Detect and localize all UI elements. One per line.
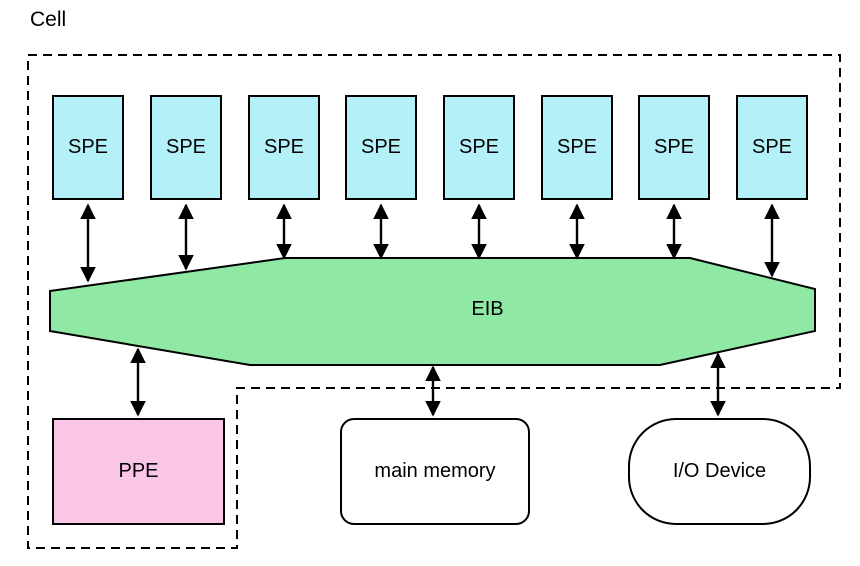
spe-box-6: SPE xyxy=(541,95,613,200)
spe-label: SPE xyxy=(556,136,598,158)
cell-label: Cell xyxy=(30,8,67,31)
spe-box-2: SPE xyxy=(150,95,222,200)
spe-box-5: SPE xyxy=(443,95,515,200)
ppe-label: PPE xyxy=(118,460,159,482)
main-memory-label: main memory xyxy=(374,460,496,482)
spe-label: SPE xyxy=(67,136,109,158)
spe-box-1: SPE xyxy=(52,95,124,200)
spe-label: SPE xyxy=(458,136,500,158)
spe-box-4: SPE xyxy=(345,95,417,200)
spe-label: SPE xyxy=(263,136,305,158)
cell-boundary xyxy=(27,54,841,549)
spe-label: SPE xyxy=(751,136,793,158)
io-device-label: I/O Device xyxy=(672,460,767,482)
eib-label: EIB xyxy=(471,298,504,320)
spe-box-7: SPE xyxy=(638,95,710,200)
spe-box-8: SPE xyxy=(736,95,808,200)
eib-shape xyxy=(49,257,816,366)
spe-label: SPE xyxy=(653,136,695,158)
spe-label: SPE xyxy=(165,136,207,158)
io-device-box: I/O Device xyxy=(628,418,811,525)
spe-box-3: SPE xyxy=(248,95,320,200)
spe-label: SPE xyxy=(360,136,402,158)
ppe-box: PPE xyxy=(52,418,225,525)
main-memory-box: main memory xyxy=(340,418,530,525)
